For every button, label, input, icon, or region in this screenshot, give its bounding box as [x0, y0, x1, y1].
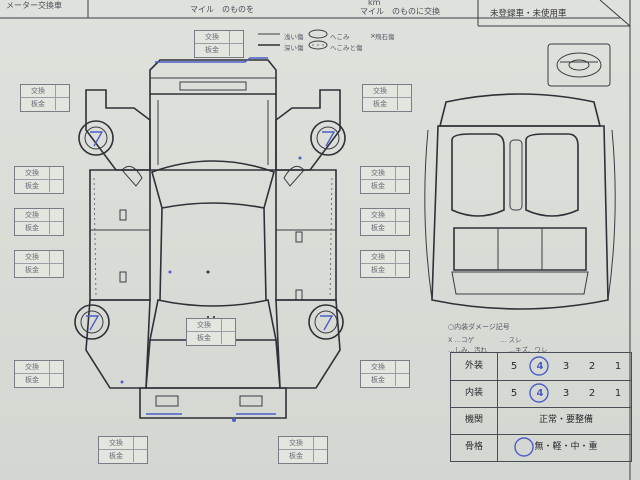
- meter-replaced-label: メーター交換車: [6, 1, 62, 10]
- part-box-replace: 交換: [195, 31, 230, 44]
- part-box-right-door-front: 交換 板金: [360, 166, 410, 194]
- grade-row-accident: 骨格 無・軽・中・重: [451, 434, 631, 461]
- part-box-left-quarter: 交換 板金: [14, 250, 64, 278]
- part-box-left-rear: 交換 板金: [14, 360, 64, 388]
- interior-damage-line1: X …コゲ … スレ: [448, 336, 522, 344]
- part-box-rear-bumper-left: 交換 板金: [98, 436, 148, 464]
- engine-status: 正常・要整備: [538, 415, 593, 425]
- mile-from-label: マイル のものを: [190, 5, 254, 14]
- accident-status: 無・軽・中・重: [534, 442, 598, 452]
- part-box-left-door-rear: 交換 板金: [14, 208, 64, 236]
- part-box-right-door-rear: 交換 板金: [360, 208, 410, 236]
- legend-dent-scratch: へこみと傷: [330, 44, 363, 52]
- mile-to-label: マイル のものに交換: [360, 7, 440, 16]
- grade-row-exterior: 外装 5 4 3 2 1: [451, 353, 631, 381]
- part-box-right-front: 交換 板金: [362, 84, 412, 112]
- km-label: km: [368, 0, 381, 7]
- legend-shallow: 浅い傷: [284, 33, 304, 41]
- grade-exterior-selected: 4: [536, 361, 544, 372]
- svg-text:×: ×: [370, 32, 376, 40]
- accident-label: 骨格: [451, 434, 498, 461]
- legend-chip: 飛石傷: [375, 33, 395, 41]
- engine-label: 機関: [451, 407, 498, 434]
- legend-dent: へこみ: [330, 33, 350, 41]
- interior-damage-title: ○内装ダメージ記号: [448, 323, 510, 331]
- part-box-right-rear: 交換 板金: [360, 360, 410, 388]
- part-box-sheetmetal: 板金: [195, 44, 230, 56]
- unregistered-label: 未登録車・未使用車: [490, 9, 567, 19]
- grade-interior-selected: 4: [536, 388, 544, 399]
- part-box-right-quarter: 交換 板金: [360, 250, 410, 278]
- grade-label-exterior: 外装: [451, 353, 498, 380]
- interior-damage-line2: …しみ、汚れ …キズ、ワレ: [448, 346, 548, 354]
- part-box-left-front: 交換 板金: [20, 84, 70, 112]
- part-box-left-door-front: 交換 板金: [14, 166, 64, 194]
- grade-label-interior: 内装: [451, 380, 498, 407]
- grade-row-engine: 機関 正常・要整備: [451, 407, 631, 435]
- grade-table: 外装 5 4 3 2 1 内装 5 4 3 2 1 機関 正常・要整備 骨格 無…: [450, 352, 632, 462]
- part-box-rear-bumper-right: 交換 板金: [278, 436, 328, 464]
- part-box-roof-rear: 交換 板金: [186, 318, 236, 346]
- legend-deep: 深い傷: [284, 44, 304, 52]
- grade-row-interior: 内装 5 4 3 2 1: [451, 380, 631, 408]
- part-box-front-bumper: 交換 板金: [194, 30, 244, 58]
